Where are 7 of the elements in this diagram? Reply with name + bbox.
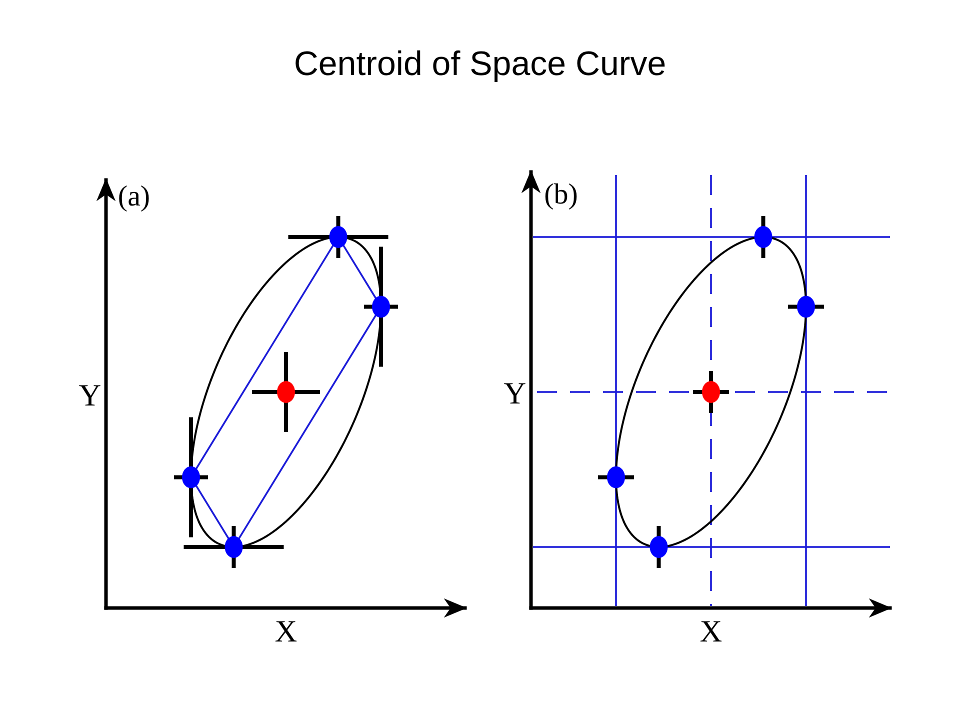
- panel-label: (a): [118, 182, 150, 212]
- axis-label: Y: [504, 378, 526, 408]
- axis-label: Y: [78, 380, 102, 410]
- panel-label: (b): [544, 180, 578, 210]
- axis-label: X: [274, 616, 298, 646]
- slide-title: Centroid of Space Curve: [294, 47, 666, 81]
- axis-label: X: [700, 616, 722, 646]
